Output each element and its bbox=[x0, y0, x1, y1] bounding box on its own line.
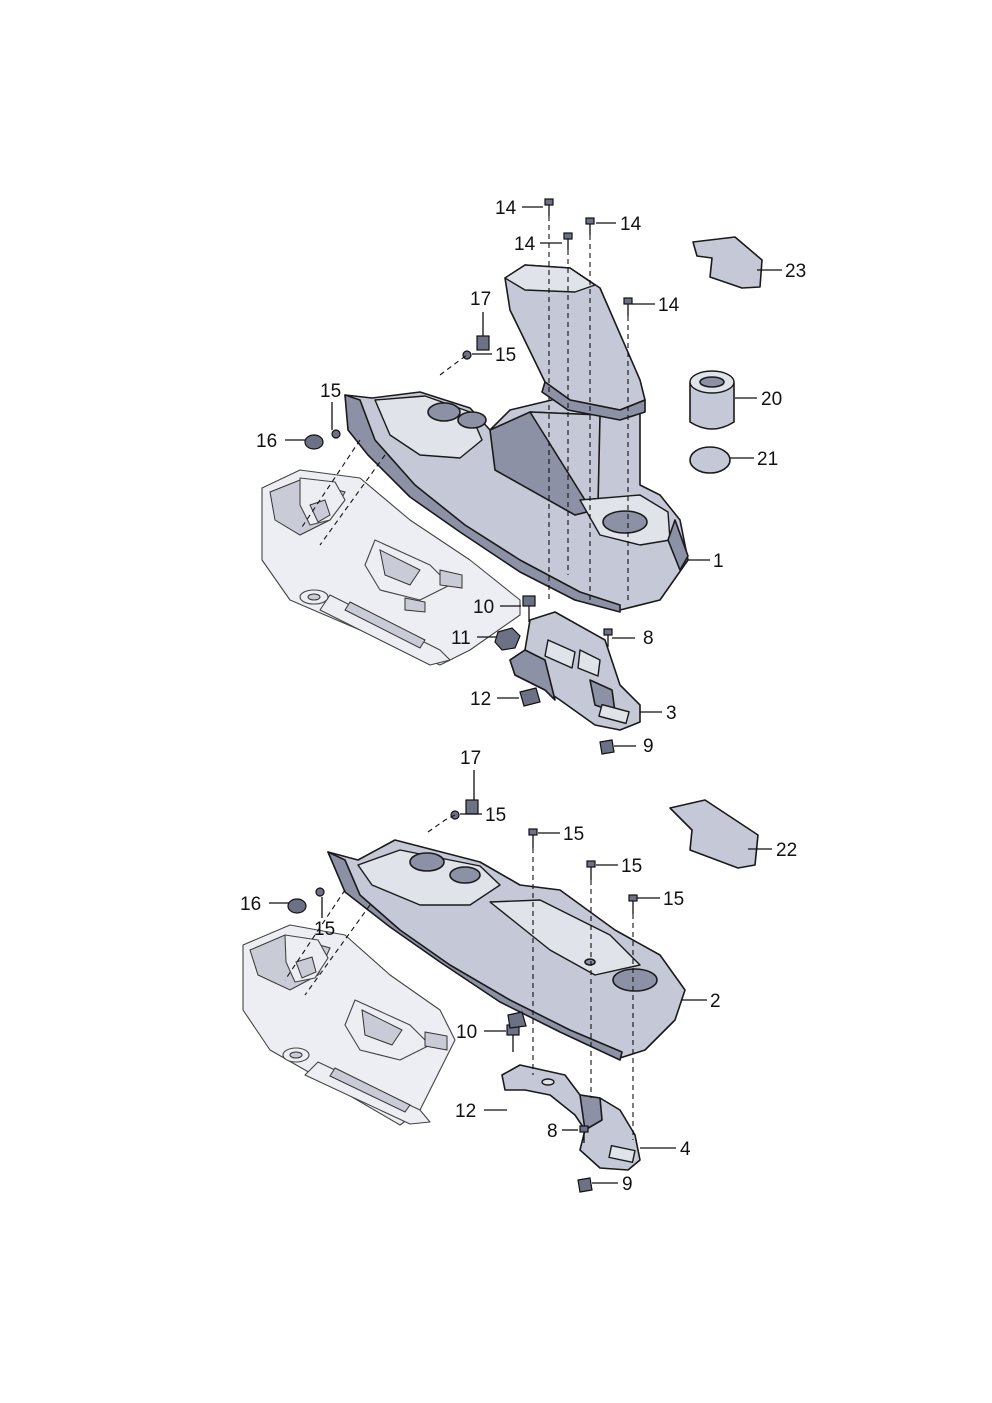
callout-21: 21 bbox=[757, 449, 778, 470]
callout-2: 2 bbox=[710, 991, 721, 1012]
lower-vehicle-tunnel bbox=[242, 924, 456, 1126]
callout-15: 15 bbox=[663, 889, 684, 910]
lower-assembly: 17 15 15 15 15 22 16 15 2 10 12 8 4 9 bbox=[240, 748, 797, 1195]
callout-9: 9 bbox=[643, 736, 654, 757]
callout-3: 3 bbox=[666, 703, 677, 724]
lower-hardware bbox=[287, 799, 638, 1193]
cup-insert-20 bbox=[689, 370, 735, 430]
callout-14: 14 bbox=[514, 234, 536, 255]
callout-15: 15 bbox=[621, 856, 642, 877]
callout-9: 9 bbox=[622, 1174, 633, 1195]
tray-mat-22 bbox=[669, 799, 759, 869]
callout-14: 14 bbox=[620, 214, 642, 235]
callout-8: 8 bbox=[547, 1121, 558, 1142]
callout-14: 14 bbox=[495, 198, 517, 219]
callout-15: 15 bbox=[485, 805, 506, 826]
callout-12: 12 bbox=[470, 689, 491, 710]
callout-4: 4 bbox=[680, 1139, 691, 1160]
callout-10: 10 bbox=[473, 597, 494, 618]
upper-leaders bbox=[285, 206, 782, 747]
center-console-1 bbox=[344, 391, 689, 613]
callout-20: 20 bbox=[761, 389, 782, 410]
callout-15: 15 bbox=[320, 381, 341, 402]
upper-vehicle-tunnel bbox=[261, 469, 521, 666]
mat-21 bbox=[689, 446, 731, 474]
callout-14: 14 bbox=[658, 295, 680, 316]
upper-callouts: 14 14 14 14 23 17 15 15 16 20 21 1 10 11… bbox=[256, 198, 806, 757]
lower-leaders bbox=[269, 770, 772, 1184]
upper-assembly: 14 14 14 14 23 17 15 15 16 20 21 1 10 11… bbox=[256, 198, 806, 757]
callout-17: 17 bbox=[470, 289, 491, 310]
callout-12: 12 bbox=[455, 1101, 476, 1122]
lower-assembly-lines bbox=[284, 814, 634, 1140]
tray-mat-23 bbox=[692, 236, 763, 289]
callout-16: 16 bbox=[240, 894, 261, 915]
bracket-4 bbox=[501, 1064, 641, 1171]
upper-assembly-lines bbox=[299, 216, 629, 600]
callout-23: 23 bbox=[785, 261, 806, 282]
callout-17: 17 bbox=[460, 748, 481, 769]
callout-15: 15 bbox=[495, 345, 516, 366]
callout-22: 22 bbox=[776, 840, 797, 861]
center-console-2 bbox=[327, 839, 686, 1061]
callout-15: 15 bbox=[314, 919, 335, 940]
lower-callouts: 17 15 15 15 15 22 16 15 2 10 12 8 4 9 bbox=[240, 748, 797, 1195]
callout-1: 1 bbox=[713, 551, 724, 572]
upper-hardware bbox=[304, 198, 633, 755]
callout-16: 16 bbox=[256, 431, 277, 452]
bracket-3 bbox=[509, 611, 641, 731]
armrest-lid bbox=[504, 264, 646, 421]
callout-11: 11 bbox=[451, 628, 471, 649]
callout-8: 8 bbox=[643, 628, 654, 649]
callout-15: 15 bbox=[563, 824, 584, 845]
callout-10: 10 bbox=[456, 1022, 477, 1043]
